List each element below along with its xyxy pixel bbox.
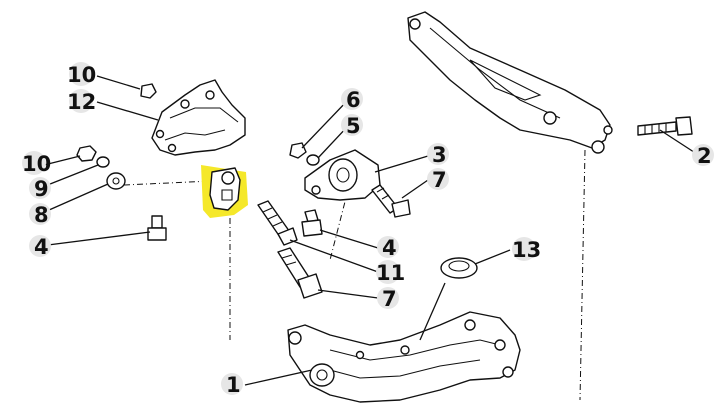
callout-10-top: 10	[67, 63, 96, 87]
bolt-part-11	[257, 200, 298, 246]
callout-4-left: 4	[34, 235, 49, 259]
upper-control-arm	[407, 11, 611, 154]
callout-10-left: 10	[22, 152, 51, 176]
bolt-part-7-lower	[277, 247, 323, 299]
leader-lines	[39, 75, 701, 386]
washer-nut-set-left	[76, 145, 167, 241]
callout-13: 13	[512, 238, 541, 262]
callout-12: 12	[67, 90, 96, 114]
callout-7-lower: 7	[382, 287, 397, 311]
callout-9: 9	[34, 177, 49, 201]
lower-control-arm-part-1	[287, 311, 521, 403]
axis-left	[123, 180, 213, 186]
callout-1: 1	[226, 373, 241, 397]
bracket-part-12	[151, 79, 246, 156]
callout-11: 11	[376, 261, 405, 285]
callout-2: 2	[697, 144, 712, 168]
bolt-part-2	[603, 116, 693, 136]
nut-part-10-top	[140, 83, 157, 99]
callout-4-mid: 4	[382, 236, 397, 260]
callout-7-upper: 7	[432, 168, 447, 192]
callout-6: 6	[346, 88, 361, 112]
callout-5: 5	[346, 114, 361, 138]
highlighted-mount	[201, 165, 248, 218]
callout-8: 8	[34, 203, 49, 227]
bolt-part-7-upper	[371, 184, 411, 218]
callout-labels: 10 12 10 9 8 4 6 5 3 7 4 11 7 2 13 1	[22, 62, 714, 397]
bushing-bracket-part-3	[304, 149, 381, 201]
nut-part-4-mid	[301, 209, 323, 237]
grommet-part-13	[440, 257, 478, 279]
assembly-axes	[123, 149, 586, 401]
nut-washer-parts-6-5	[289, 142, 320, 166]
axis-right	[579, 149, 586, 401]
callout-3: 3	[432, 143, 447, 167]
